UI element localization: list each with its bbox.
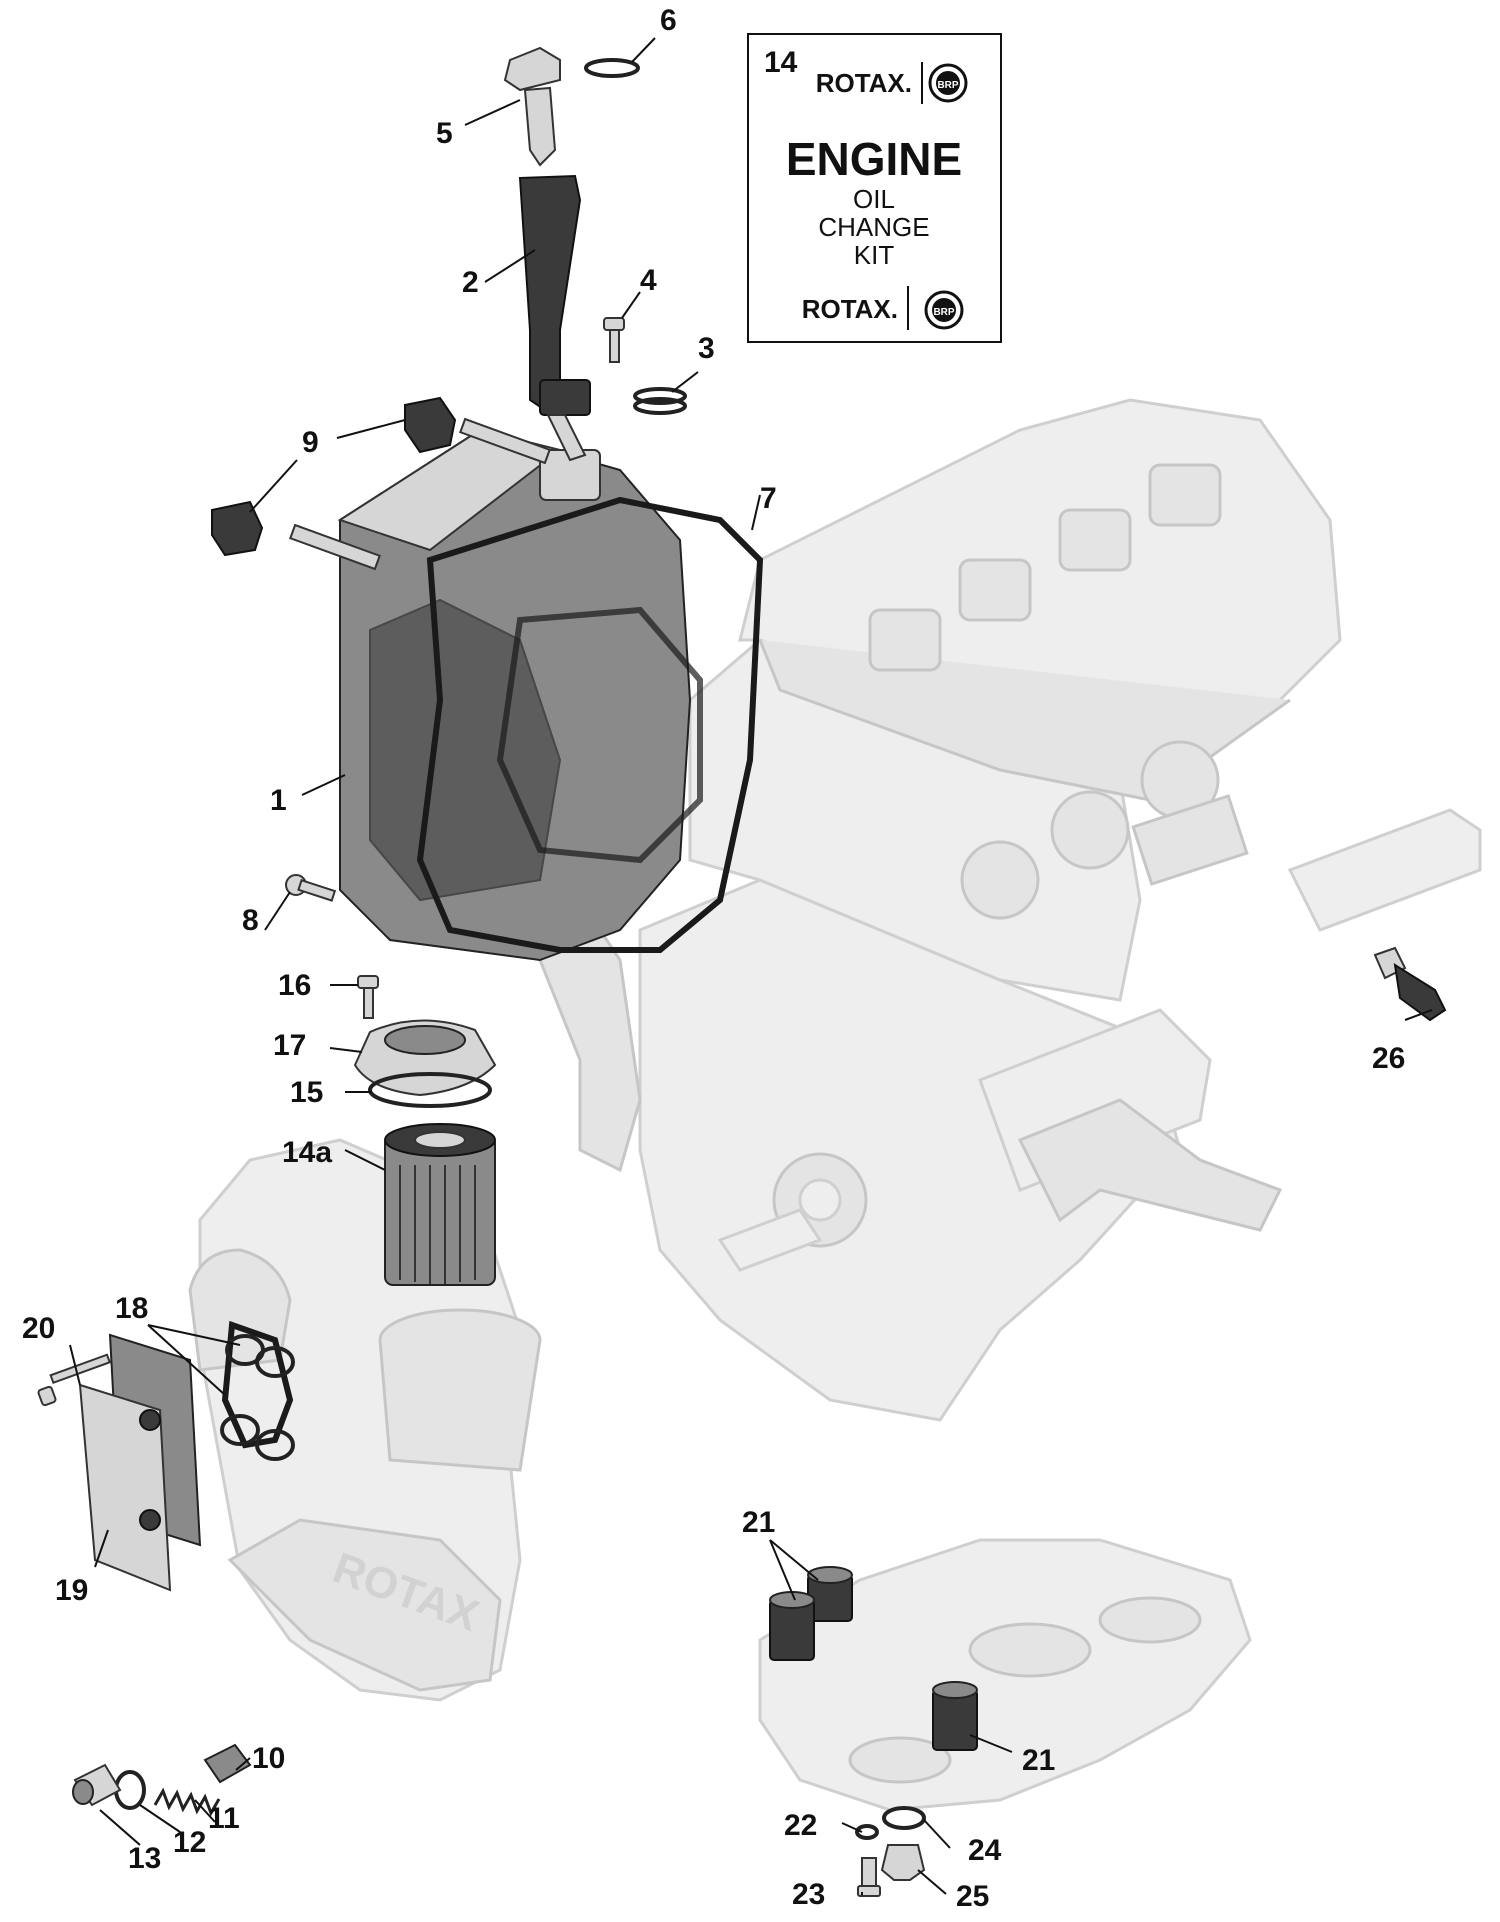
dipstick-tube [518,174,591,462]
engine-block [447,398,1482,1422]
callout-26: 26 [1372,1042,1405,1075]
callout-labels: 1 2 3 4 5 6 7 8 9 10 11 12 13 14a 15 16 … [22,4,1405,1913]
callout-24: 24 [968,1834,1002,1867]
oil-change-kit-box: 14 ROTAX. BRP ENGINE OIL CHANGE KIT ROTA… [747,33,1002,343]
callout-4: 4 [640,264,657,297]
cooler-gasket-18 [220,1320,295,1461]
callout-7: 7 [760,482,777,515]
lower-plate [758,1538,1252,1812]
callout-8: 8 [242,904,259,937]
spring-11 [153,1787,221,1817]
o-rings-3 [633,387,687,415]
rotax-brand-bottom: ROTAX. [802,294,898,324]
o-ring-15 [368,1072,492,1108]
bolt-16 [357,975,379,1019]
washer-22 [855,1824,879,1840]
plug-25 [880,1844,926,1881]
callout-10: 10 [252,1742,285,1775]
kit-line-2: CHANGE [818,212,929,242]
svg-text:BRP: BRP [937,80,958,91]
cover-gasket [416,496,764,953]
dipstick [503,46,561,167]
plunger-10 [203,1743,252,1784]
callout-25: 25 [956,1880,989,1913]
callout-2: 2 [462,266,479,299]
callout-22: 22 [784,1809,817,1842]
callout-17: 17 [273,1029,306,1062]
callout-20: 20 [22,1312,55,1345]
bolt-23 [857,1857,881,1897]
bolt-20 [37,1353,112,1407]
kit-heading: ENGINE [786,133,962,185]
kit-line-1: OIL [853,184,895,214]
callout-11: 11 [208,1802,240,1835]
callout-16: 16 [278,969,311,1002]
callout-19: 19 [55,1574,88,1607]
o-ring-6 [584,58,640,78]
bolt-4 [603,317,625,363]
o-ring-24 [882,1806,926,1830]
callout-9: 9 [302,426,319,459]
callout-13: 13 [128,1842,161,1875]
callout-15: 15 [290,1076,323,1109]
kit-number: 14 [764,46,798,79]
callout-14a: 14a [282,1136,332,1169]
rotax-brand-top: ROTAX. [816,68,912,98]
brp-logo-top: BRP [928,63,968,103]
bolt-8 [285,874,337,902]
kit-line-3: KIT [854,240,895,270]
callout-23: 23 [792,1878,825,1911]
grommet-9-lower [211,500,264,557]
callout-21-b: 21 [1022,1744,1055,1777]
screen-21-b [769,1591,815,1661]
callout-1: 1 [270,784,287,817]
plug-13 [72,1763,122,1807]
oil-cooler [78,1333,202,1592]
screen-21-c [932,1681,978,1751]
callout-5: 5 [436,117,453,150]
svg-text:BRP: BRP [933,307,954,318]
grommet-9-upper [404,396,457,454]
screen-21-a [807,1566,853,1622]
callout-18: 18 [115,1292,148,1325]
oil-filter [384,1123,496,1286]
callout-12: 12 [173,1826,206,1859]
leader-lines [69,37,1433,1895]
callout-21-a: 21 [742,1506,775,1539]
callout-3: 3 [698,332,715,365]
sensor-26 [1373,946,1447,1022]
brp-logo-bottom: BRP [924,290,964,330]
callout-6: 6 [660,4,677,37]
